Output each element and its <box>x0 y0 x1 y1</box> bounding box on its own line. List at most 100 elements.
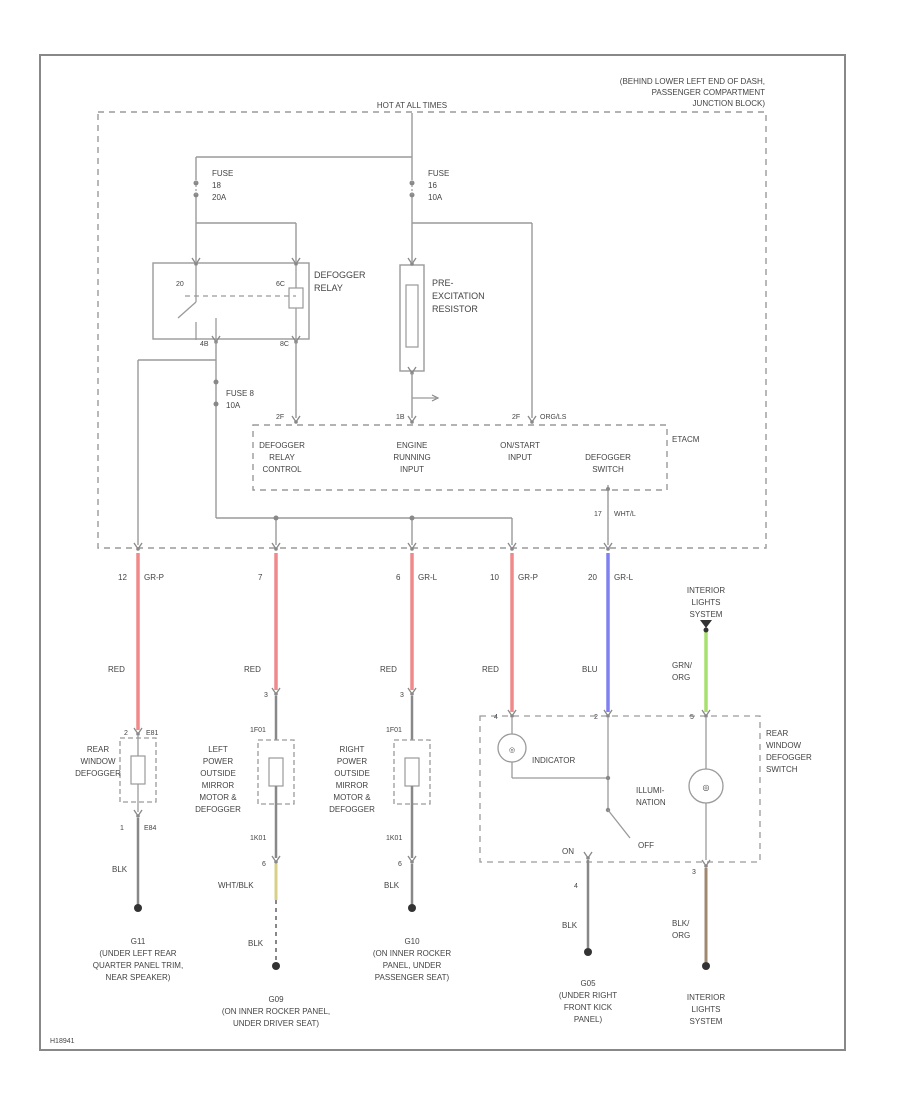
wire-label-wht-blk: WHT/BLK <box>218 881 254 890</box>
conn-1-wire: GR-P <box>144 573 164 582</box>
wire-label-blk-rear-def: BLK <box>112 865 128 874</box>
ground-g05-symbol <box>584 948 592 956</box>
interior-lights-top-1: INTERIOR <box>687 586 725 595</box>
switch-label-1: REAR <box>766 729 788 738</box>
left-mirror-defogger <box>257 687 295 970</box>
etacm-input-4-line-2: SWITCH <box>592 465 624 474</box>
interior-lights-top-2: LIGHTS <box>692 598 721 607</box>
wire-label-red-2: RED <box>244 665 261 674</box>
fuse-18-label-2: 18 <box>212 181 221 190</box>
left-mirror-label-6: DEFOGGER <box>195 805 241 814</box>
ground-g11-line-1: (UNDER LEFT REAR <box>99 949 176 958</box>
fuse-18-label-3: 20A <box>212 193 227 202</box>
right-mirror-label-6: DEFOGGER <box>329 805 375 814</box>
location-line-3: JUNCTION BLOCK) <box>693 99 766 108</box>
wire-label-red-4: RED <box>482 665 499 674</box>
conn-3-wire: GR-L <box>418 573 438 582</box>
etacm-input-4-line-1: DEFOGGER <box>585 453 631 462</box>
etacm-input-2-line-3: INPUT <box>400 465 424 474</box>
switch-pin-bot-left: 4 <box>574 883 578 890</box>
rear-def-top-conn: E81 <box>146 730 159 737</box>
ground-g05-line-2: FRONT KICK <box>564 1003 613 1012</box>
right-mirror-label-2: POWER <box>337 757 367 766</box>
conn-4-pin: 10 <box>490 573 499 582</box>
wire-label-blk-org-2: ORG <box>672 931 690 940</box>
etacm-input-2-line-2: RUNNING <box>393 453 430 462</box>
etacm-pin-3-wire: ORG/LS <box>540 414 567 421</box>
conn-2-pin: 7 <box>258 573 263 582</box>
location-line-2: PASSENGER COMPARTMENT <box>652 88 765 97</box>
conn-4-wire: GR-P <box>518 573 538 582</box>
left-mirror-label-4: MIRROR <box>202 781 235 790</box>
left-mirror-label-2: POWER <box>203 757 233 766</box>
wire-label-red-1: RED <box>108 665 125 674</box>
switch-illumination-1: ILLUMI- <box>636 786 665 795</box>
rear-def-label-1: REAR <box>87 745 109 754</box>
ground-g11-id: G11 <box>131 937 146 946</box>
left-mirror-bot-pin: 6 <box>262 861 266 868</box>
pre-excitation-resistor <box>399 257 440 418</box>
interior-lights-top-3: SYSTEM <box>690 610 723 619</box>
ground-g05-line-3: PANEL) <box>574 1015 603 1024</box>
left-mirror-top-conn: 1F01 <box>250 727 266 734</box>
rear-def-bot-pin: 1 <box>120 825 124 832</box>
switch-pin-ind: 4 <box>494 714 498 721</box>
right-mirror-bot-conn: 1K01 <box>386 835 402 842</box>
junction-block-boundary <box>97 111 767 549</box>
switch-pin-right: 5 <box>690 714 694 721</box>
wire-label-grn-2: ORG <box>672 673 690 682</box>
left-mirror-label-1: LEFT <box>208 745 228 754</box>
rear-window-defogger-switch <box>479 709 761 869</box>
interior-lights-bot-3: SYSTEM <box>690 1017 723 1026</box>
relay-pin-br: 8C <box>280 341 289 348</box>
conn-5-pin: 20 <box>588 573 597 582</box>
ground-g09-id: G09 <box>268 995 284 1004</box>
wire-label-blk-left: BLK <box>248 939 264 948</box>
fuse-8-label-2: 10A <box>226 401 241 410</box>
location-label: (BEHIND LOWER LEFT END OF DASH, PASSENGE… <box>620 77 766 108</box>
right-mirror-label-1: RIGHT <box>340 745 365 754</box>
illumination-lamp-icon: ◎ <box>703 783 710 792</box>
rear-def-label-2: WINDOW <box>80 757 116 766</box>
fuse-18 <box>193 157 199 223</box>
ground-g05-id: G05 <box>580 979 596 988</box>
wire-label-red-3: RED <box>380 665 397 674</box>
left-mirror-label-3: OUTSIDE <box>200 769 236 778</box>
rear-def-label-3: DEFOGGER <box>75 769 121 778</box>
hot-at-all-times-label: HOT AT ALL TIMES <box>377 101 447 110</box>
relay-label-1: DEFOGGER <box>314 270 366 280</box>
etacm-input-1-line-2: RELAY <box>269 453 295 462</box>
indicator-lamp-icon: ◎ <box>509 747 515 754</box>
interior-lights-top-node <box>700 620 712 633</box>
left-mirror-label-5: MOTOR & <box>199 793 237 802</box>
relay-pin-tl: 20 <box>176 281 184 288</box>
switch-pin-bot-right: 3 <box>692 869 696 876</box>
switch-label-4: SWITCH <box>766 765 798 774</box>
ground-g09-line-1: (ON INNER ROCKER PANEL, <box>222 1007 330 1016</box>
conn-5-wire: GR-L <box>614 573 634 582</box>
fuse-16-label-1: FUSE <box>428 169 449 178</box>
switch-indicator-label: INDICATOR <box>532 756 575 765</box>
left-mirror-top-pin: 3 <box>264 692 268 699</box>
ground-g10-line-1: (ON INNER ROCKER <box>373 949 451 958</box>
right-mirror-bot-pin: 6 <box>398 861 402 868</box>
relay-pin-bl: 4B <box>200 341 209 348</box>
relay-label-2: RELAY <box>314 283 343 293</box>
left-mirror-bot-conn: 1K01 <box>250 835 266 842</box>
switch-pin-mid: 2 <box>594 714 598 721</box>
etacm-switch-pin: 17 <box>594 511 602 518</box>
etacm-input-3-line-2: INPUT <box>508 453 532 462</box>
fuse-18-label-1: FUSE <box>212 169 233 178</box>
fuse-16 <box>409 157 415 262</box>
switch-label-2: WINDOW <box>766 741 802 750</box>
etacm-input-1-line-1: DEFOGGER <box>259 441 305 450</box>
diagram-frame <box>39 54 846 1051</box>
switch-on-label: ON <box>562 847 574 856</box>
right-mirror-label-3: OUTSIDE <box>334 769 370 778</box>
conn-1-pin: 12 <box>118 573 127 582</box>
ground-g05-line-1: (UNDER RIGHT <box>559 991 617 1000</box>
rear-def-bot-conn: E84 <box>144 825 157 832</box>
ground-g10-line-2: PANEL, UNDER <box>383 961 442 970</box>
switch-label-3: DEFOGGER <box>766 753 812 762</box>
